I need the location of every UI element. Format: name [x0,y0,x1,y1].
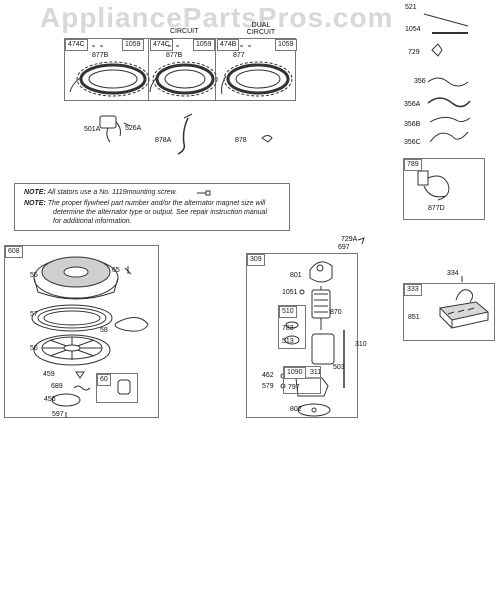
label-58[interactable]: 58 [100,327,108,334]
notes-box [14,183,290,231]
stator-2-part-1059[interactable]: 1059 [193,39,215,51]
label-459[interactable]: 459 [43,371,55,378]
stator-panel-group [64,38,296,101]
label-870[interactable]: 870 [330,309,342,316]
stator-1-label-877b[interactable]: 877B [92,52,109,59]
label-877d[interactable]: 877D [428,205,445,212]
stator-3-part-1059[interactable]: 1059 [275,39,297,51]
note-1-text: All stators use a No. 1119mounting screw… [47,189,178,196]
stator-2-label-877b[interactable]: 877B [166,52,183,59]
note-2-label: NOTE: [24,200,46,207]
label-801[interactable]: 801 [290,272,302,279]
note-2-line-1: The proper flywheel part number and/or t… [47,200,266,207]
stator-3-label-877[interactable]: 877 [233,52,245,59]
note-2: NOTE: The proper flywheel part number an… [24,199,267,226]
note-1-label: NOTE: [24,189,46,196]
stator-1-part-1059[interactable]: 1059 [122,39,144,51]
box-789-id[interactable]: 789 [404,159,422,171]
label-311[interactable]: 311 [310,369,322,376]
label-310[interactable]: 310 [355,341,367,348]
stator-1-part-474c[interactable]: 474C [65,39,88,51]
label-579[interactable]: 579 [262,383,274,390]
label-356b[interactable]: 356B [404,121,421,128]
label-57[interactable]: 57 [30,311,38,318]
label-513[interactable]: 513 [282,338,294,345]
stator-divider-1 [148,38,149,101]
box-60 [96,373,138,403]
label-689[interactable]: 689 [51,383,63,390]
box-608-id[interactable]: 608 [5,246,23,258]
watermark: AppliancePartsPros.com [40,2,394,33]
label-1051[interactable]: 1051 [282,289,298,296]
label-597[interactable]: 597 [52,411,64,418]
label-802[interactable]: 802 [290,406,302,413]
label-851[interactable]: 851 [408,314,420,321]
label-65[interactable]: 65 [112,267,120,274]
stator-panel-2-title: CIRCUIT [170,28,199,35]
label-526a[interactable]: 526A [125,125,142,132]
box-510-id[interactable]: 510 [279,306,297,318]
note-2-line-2: determine the alternator type or output.… [53,209,268,216]
box-333 [403,283,495,341]
label-783[interactable]: 783 [282,325,294,332]
label-503[interactable]: 503 [333,364,345,371]
box-309-id[interactable]: 309 [247,254,265,266]
label-501a[interactable]: 501A [84,126,101,133]
stator-3-part-474b[interactable]: 474B [217,39,240,51]
label-521[interactable]: 521 [405,4,417,11]
box-1090 [283,366,321,394]
stator-divider-2 [215,38,216,101]
label-878[interactable]: 878 [235,137,247,144]
box-1090-id[interactable]: 1090 [284,367,306,379]
box-608 [4,245,159,418]
box-510 [278,305,306,349]
label-729[interactable]: 729 [408,49,420,56]
box-309 [246,253,358,418]
label-356a[interactable]: 356A [404,101,421,108]
stator-panel-3-title: DUAL CIRCUIT [246,22,276,36]
label-1054[interactable]: 1054 [405,26,421,33]
label-356[interactable]: 356 [414,78,426,85]
label-356c[interactable]: 356C [404,139,421,146]
label-462[interactable]: 462 [262,372,274,379]
box-333-id[interactable]: 333 [404,284,422,296]
box-789 [403,158,485,220]
note-2-line-3: for additional information. [53,218,132,225]
note-1: NOTE: All stators use a No. 1119mounting… [24,188,177,197]
label-729a[interactable]: 729A [341,236,358,243]
label-878a[interactable]: 878A [155,137,172,144]
label-456[interactable]: 456 [44,396,56,403]
label-697[interactable]: 697 [338,244,350,251]
label-56[interactable]: 56 [30,345,38,352]
label-797[interactable]: 797 [288,384,300,391]
screw-icon [197,190,211,196]
box-60-id[interactable]: 60 [97,374,111,386]
label-55[interactable]: 55 [30,272,38,279]
label-334[interactable]: 334 [447,270,459,277]
stator-2-part-474c[interactable]: 474C [150,39,173,51]
